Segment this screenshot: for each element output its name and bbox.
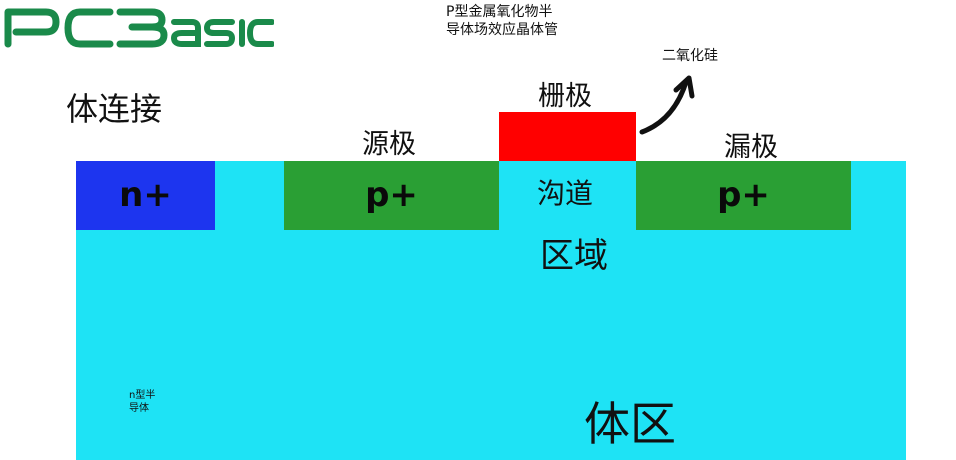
gate-electrode [499, 112, 636, 161]
n-type-label: n型半 导体 [129, 390, 156, 414]
source-p-plus-label: p+ [365, 175, 418, 215]
diagram-title: P型金属氧化物半 导体场效应晶体管 [446, 4, 558, 38]
pcbasic-logo [2, 4, 275, 48]
channel-label-line1: 沟道 [537, 177, 594, 210]
source-label: 源极 [362, 129, 416, 160]
n-plus-label: n+ [119, 175, 172, 215]
channel-label-line2: 区域 [540, 236, 608, 276]
drain-p-plus-region: p+ [636, 161, 851, 230]
drain-label: 漏极 [724, 132, 778, 163]
gate-label: 栅极 [538, 81, 592, 112]
oxide-label: 二氧化硅 [662, 48, 718, 64]
drain-p-plus-label: p+ [717, 175, 770, 215]
arrow-icon [639, 75, 695, 135]
n-plus-region: n+ [76, 161, 215, 230]
source-p-plus-region: p+ [284, 161, 499, 230]
body-contact-label: 体连接 [66, 90, 163, 128]
logo-graphic [4, 8, 275, 48]
body-region-label: 体区 [584, 397, 676, 451]
